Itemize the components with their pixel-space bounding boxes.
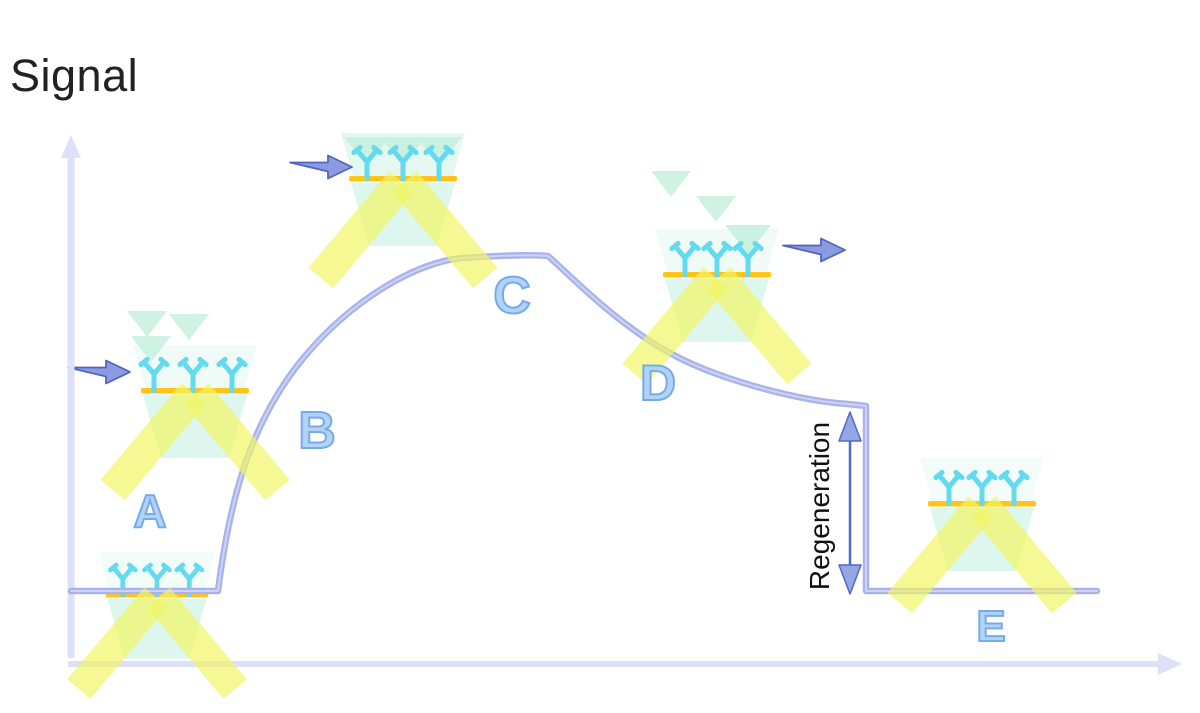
flow-in-arrow-icon (289, 154, 353, 180)
analyte-icon (696, 196, 736, 222)
analyte-icon (169, 314, 209, 340)
analyte-icon (651, 171, 691, 197)
x-axis-arrowhead-icon (1158, 653, 1182, 675)
regeneration-arrow-icon (838, 411, 862, 595)
stage-label-e: E (975, 601, 1006, 652)
signal-curve (67, 251, 1101, 595)
diagram-title: Signal (10, 50, 139, 101)
x-axis (68, 653, 1182, 675)
y-axis-arrowhead-icon (61, 135, 81, 158)
analyte-icon (127, 311, 167, 337)
regeneration-label: Regeneration (804, 421, 835, 591)
stage-label-d: D (639, 354, 677, 412)
flow-in-arrow-icon (67, 359, 131, 385)
stage-label-b: B (297, 401, 337, 461)
y-axis (61, 135, 81, 658)
flow-out-arrow-icon (782, 237, 846, 263)
stage-label-c: C (492, 266, 532, 326)
stage-label-a: A (132, 484, 167, 538)
